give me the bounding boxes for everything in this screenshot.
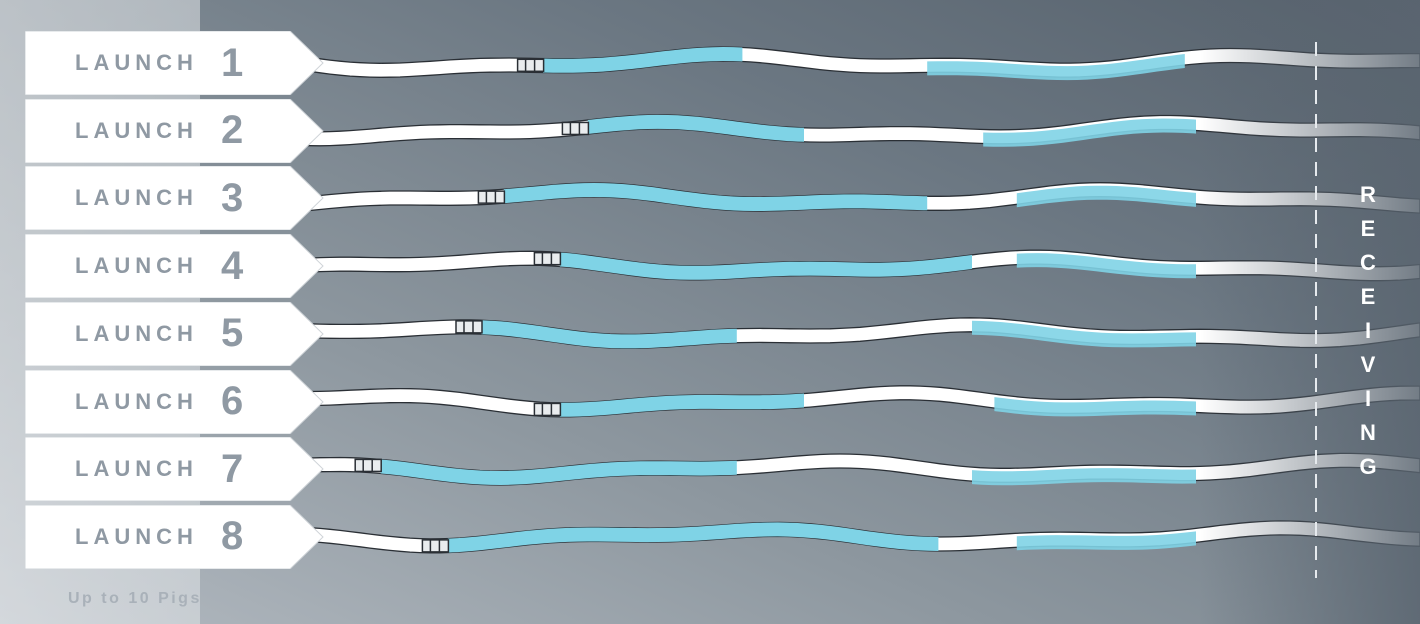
product-residue (927, 54, 1185, 81)
tag-shape (25, 301, 324, 366)
product-residue (972, 468, 1196, 486)
product-fill (380, 459, 737, 485)
product-fill (559, 393, 804, 417)
launch-number: 4 (221, 243, 244, 288)
pig-icon (354, 458, 382, 473)
launch-number: 8 (221, 514, 244, 559)
pig-icon (533, 251, 562, 266)
pig-icon (516, 58, 545, 73)
product-residue (972, 320, 1196, 348)
receiving-letter: G (1359, 454, 1377, 479)
launch-number: 5 (221, 311, 244, 356)
receiving-letter: I (1364, 386, 1372, 411)
receiving-letter: E (1360, 284, 1376, 309)
launch-word: LAUNCH (75, 117, 198, 143)
pipeline-6 (299, 385, 1420, 418)
launch-number: 1 (221, 40, 244, 85)
pipeline-1 (299, 46, 1420, 81)
product-residue (1016, 253, 1196, 279)
launch-tag-8[interactable]: LAUNCH 8 (25, 504, 325, 569)
pipeline-8 (299, 520, 1420, 554)
launch-word: LAUNCH (75, 388, 198, 414)
pipeline-7 (299, 452, 1420, 486)
pipeline-2 (299, 114, 1420, 147)
tag-shape (25, 234, 324, 299)
product-fill (543, 47, 743, 73)
tag-shape (25, 166, 324, 231)
product-fill (503, 183, 928, 211)
pig-icon (455, 320, 483, 334)
product-residue (1016, 531, 1196, 551)
pipeline-3 (299, 182, 1420, 214)
tag-shape (25, 369, 324, 434)
launch-tag-6[interactable]: LAUNCH 6 (25, 369, 325, 434)
pig-icon (561, 121, 590, 136)
launch-tag-2[interactable]: LAUNCH 2 (25, 98, 325, 163)
pig-icon (477, 190, 506, 204)
product-residue (994, 397, 1196, 417)
footer-note: Up to 10 Pigs (68, 590, 202, 607)
launch-tag-7[interactable]: LAUNCH 7 (25, 437, 325, 502)
launch-tag-4[interactable]: LAUNCH 4 (25, 234, 325, 299)
launch-tag-5[interactable]: LAUNCH 5 (25, 301, 325, 366)
launch-tag-3[interactable]: LAUNCH 3 (25, 166, 325, 231)
receiving-letter: C (1360, 250, 1376, 275)
launch-word: LAUNCH (75, 185, 198, 211)
product-fill (447, 522, 939, 553)
launch-word: LAUNCH (75, 50, 198, 75)
tag-shape (25, 504, 324, 569)
launch-tag-1[interactable]: LAUNCH 1 (25, 31, 325, 95)
launch-word: LAUNCH (75, 456, 198, 482)
launch-number: 3 (221, 175, 244, 220)
receiving-letter: R (1360, 182, 1376, 207)
pig-icon (533, 402, 562, 417)
tag-shape (25, 31, 324, 95)
receiving-letter: I (1364, 318, 1372, 343)
pipeline-5 (299, 317, 1420, 350)
product-fill (559, 252, 972, 280)
pipelines (299, 46, 1420, 554)
launch-number: 7 (221, 446, 244, 491)
product-residue (1016, 185, 1196, 208)
receiving-letter: E (1360, 216, 1376, 241)
launch-number: 2 (221, 108, 244, 153)
product-residue (983, 118, 1196, 147)
launch-number: 6 (221, 379, 244, 423)
receiving-letter: V (1360, 352, 1376, 377)
launch-word: LAUNCH (75, 523, 198, 549)
launch-word: LAUNCH (75, 253, 198, 279)
launch-word: LAUNCH (75, 320, 198, 346)
pig-icon (421, 539, 450, 553)
product-fill (587, 114, 804, 142)
tag-shape (25, 437, 324, 502)
pipeline-4 (299, 249, 1420, 282)
tag-shape (25, 98, 324, 163)
receiving-letter: N (1360, 420, 1376, 445)
product-fill (481, 320, 737, 349)
